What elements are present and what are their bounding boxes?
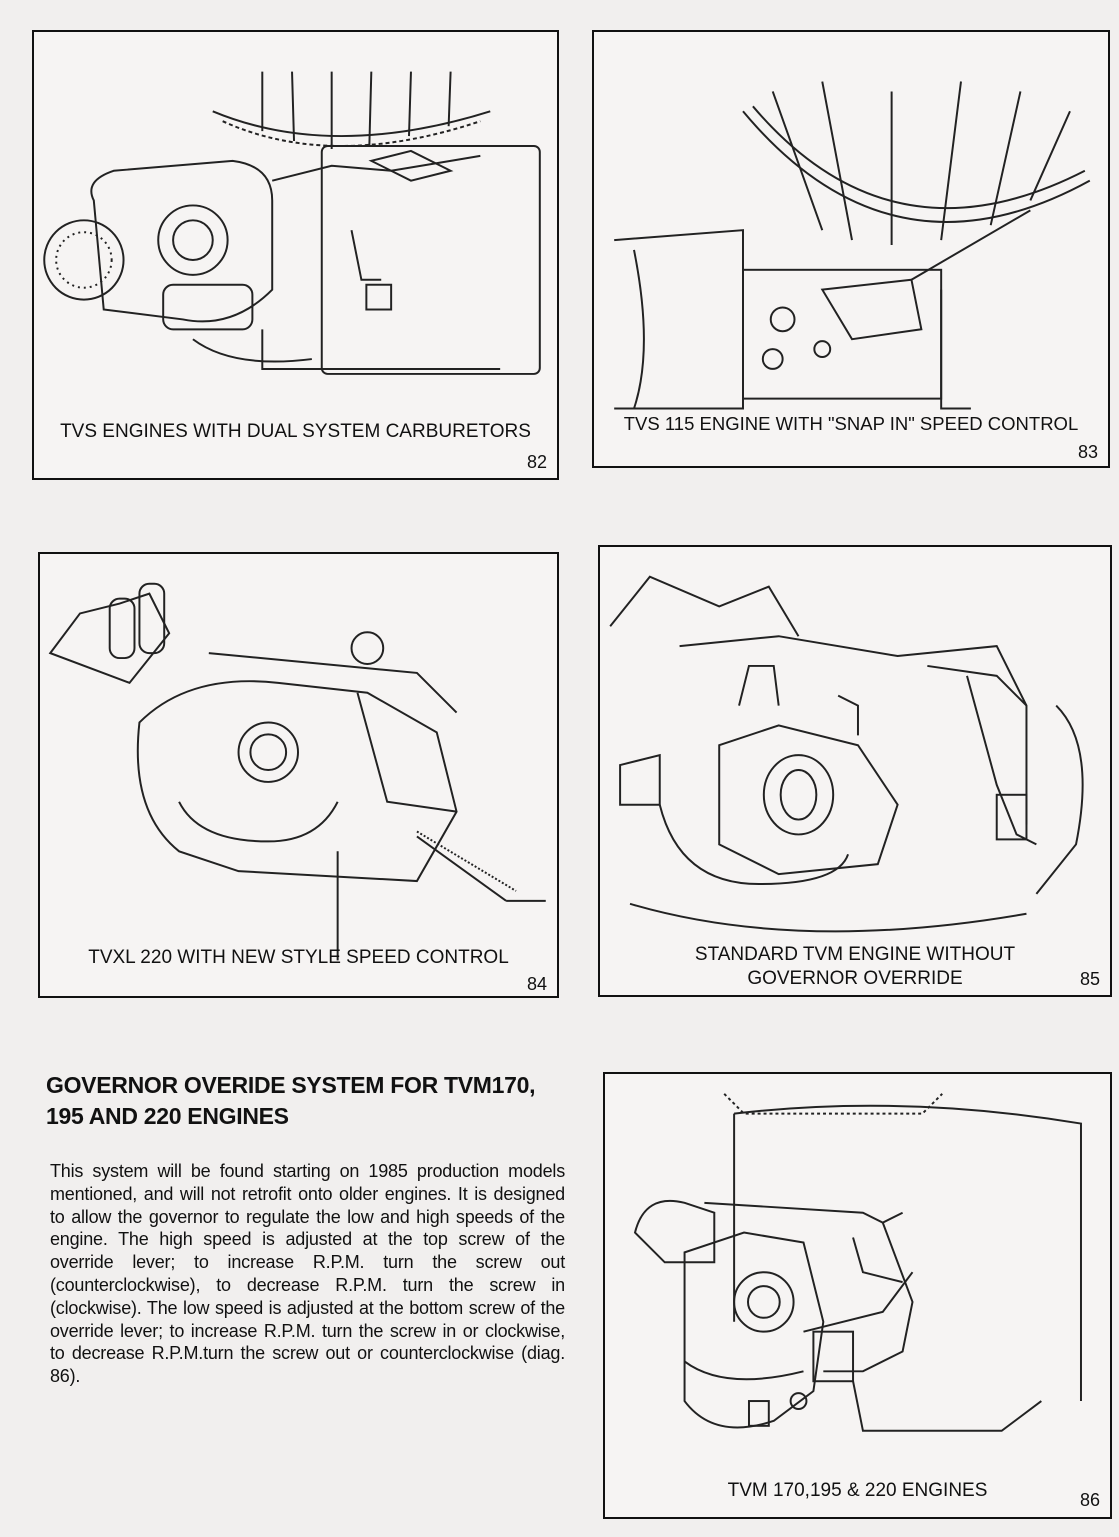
figure-caption: TVXL 220 WITH NEW STYLE SPEED CONTROL — [88, 947, 509, 968]
figure-caption: TVM 170,195 & 220 ENGINES — [727, 1480, 988, 1501]
figure-82: TVS ENGINES WITH DUAL SYSTEM CARBURETORS… — [32, 30, 559, 480]
carburetor-illustration — [609, 575, 1084, 933]
governor-override-illustration — [633, 1093, 1082, 1432]
figure-number: 85 — [1079, 969, 1100, 989]
figure-caption: STANDARD TVM ENGINE WITHOUT GOVERNOR OVE… — [694, 944, 1016, 989]
figure-85: STANDARD TVM ENGINE WITHOUT GOVERNOR OVE… — [598, 545, 1112, 997]
figure-86: TVM 170,195 & 220 ENGINES 86 — [603, 1072, 1112, 1519]
figure-number: 86 — [1079, 1490, 1100, 1510]
figure-83: TVS 115 ENGINE WITH "SNAP IN" SPEED CONT… — [592, 30, 1110, 468]
section-heading: GOVERNOR OVERIDE SYSTEM FOR TVM170, 195 … — [46, 1072, 536, 1129]
figure-number: 83 — [1077, 442, 1098, 462]
figure-caption: TVS 115 ENGINE WITH "SNAP IN" SPEED CONT… — [623, 413, 1079, 434]
bleed-through-texture — [40, 470, 560, 550]
figure-caption: TVS ENGINES WITH DUAL SYSTEM CARBURETORS — [60, 421, 531, 442]
figure-number: 82 — [526, 452, 547, 472]
carburetor-illustration — [43, 71, 541, 375]
bleed-through-texture — [560, 470, 1110, 550]
speed-control-illustration — [614, 81, 1091, 410]
section-body: This system will be found starting on 19… — [50, 1161, 565, 1387]
speed-control-illustration — [48, 582, 546, 961]
figure-number: 84 — [526, 974, 547, 994]
figure-84: TVXL 220 WITH NEW STYLE SPEED CONTROL 84 — [38, 552, 559, 998]
